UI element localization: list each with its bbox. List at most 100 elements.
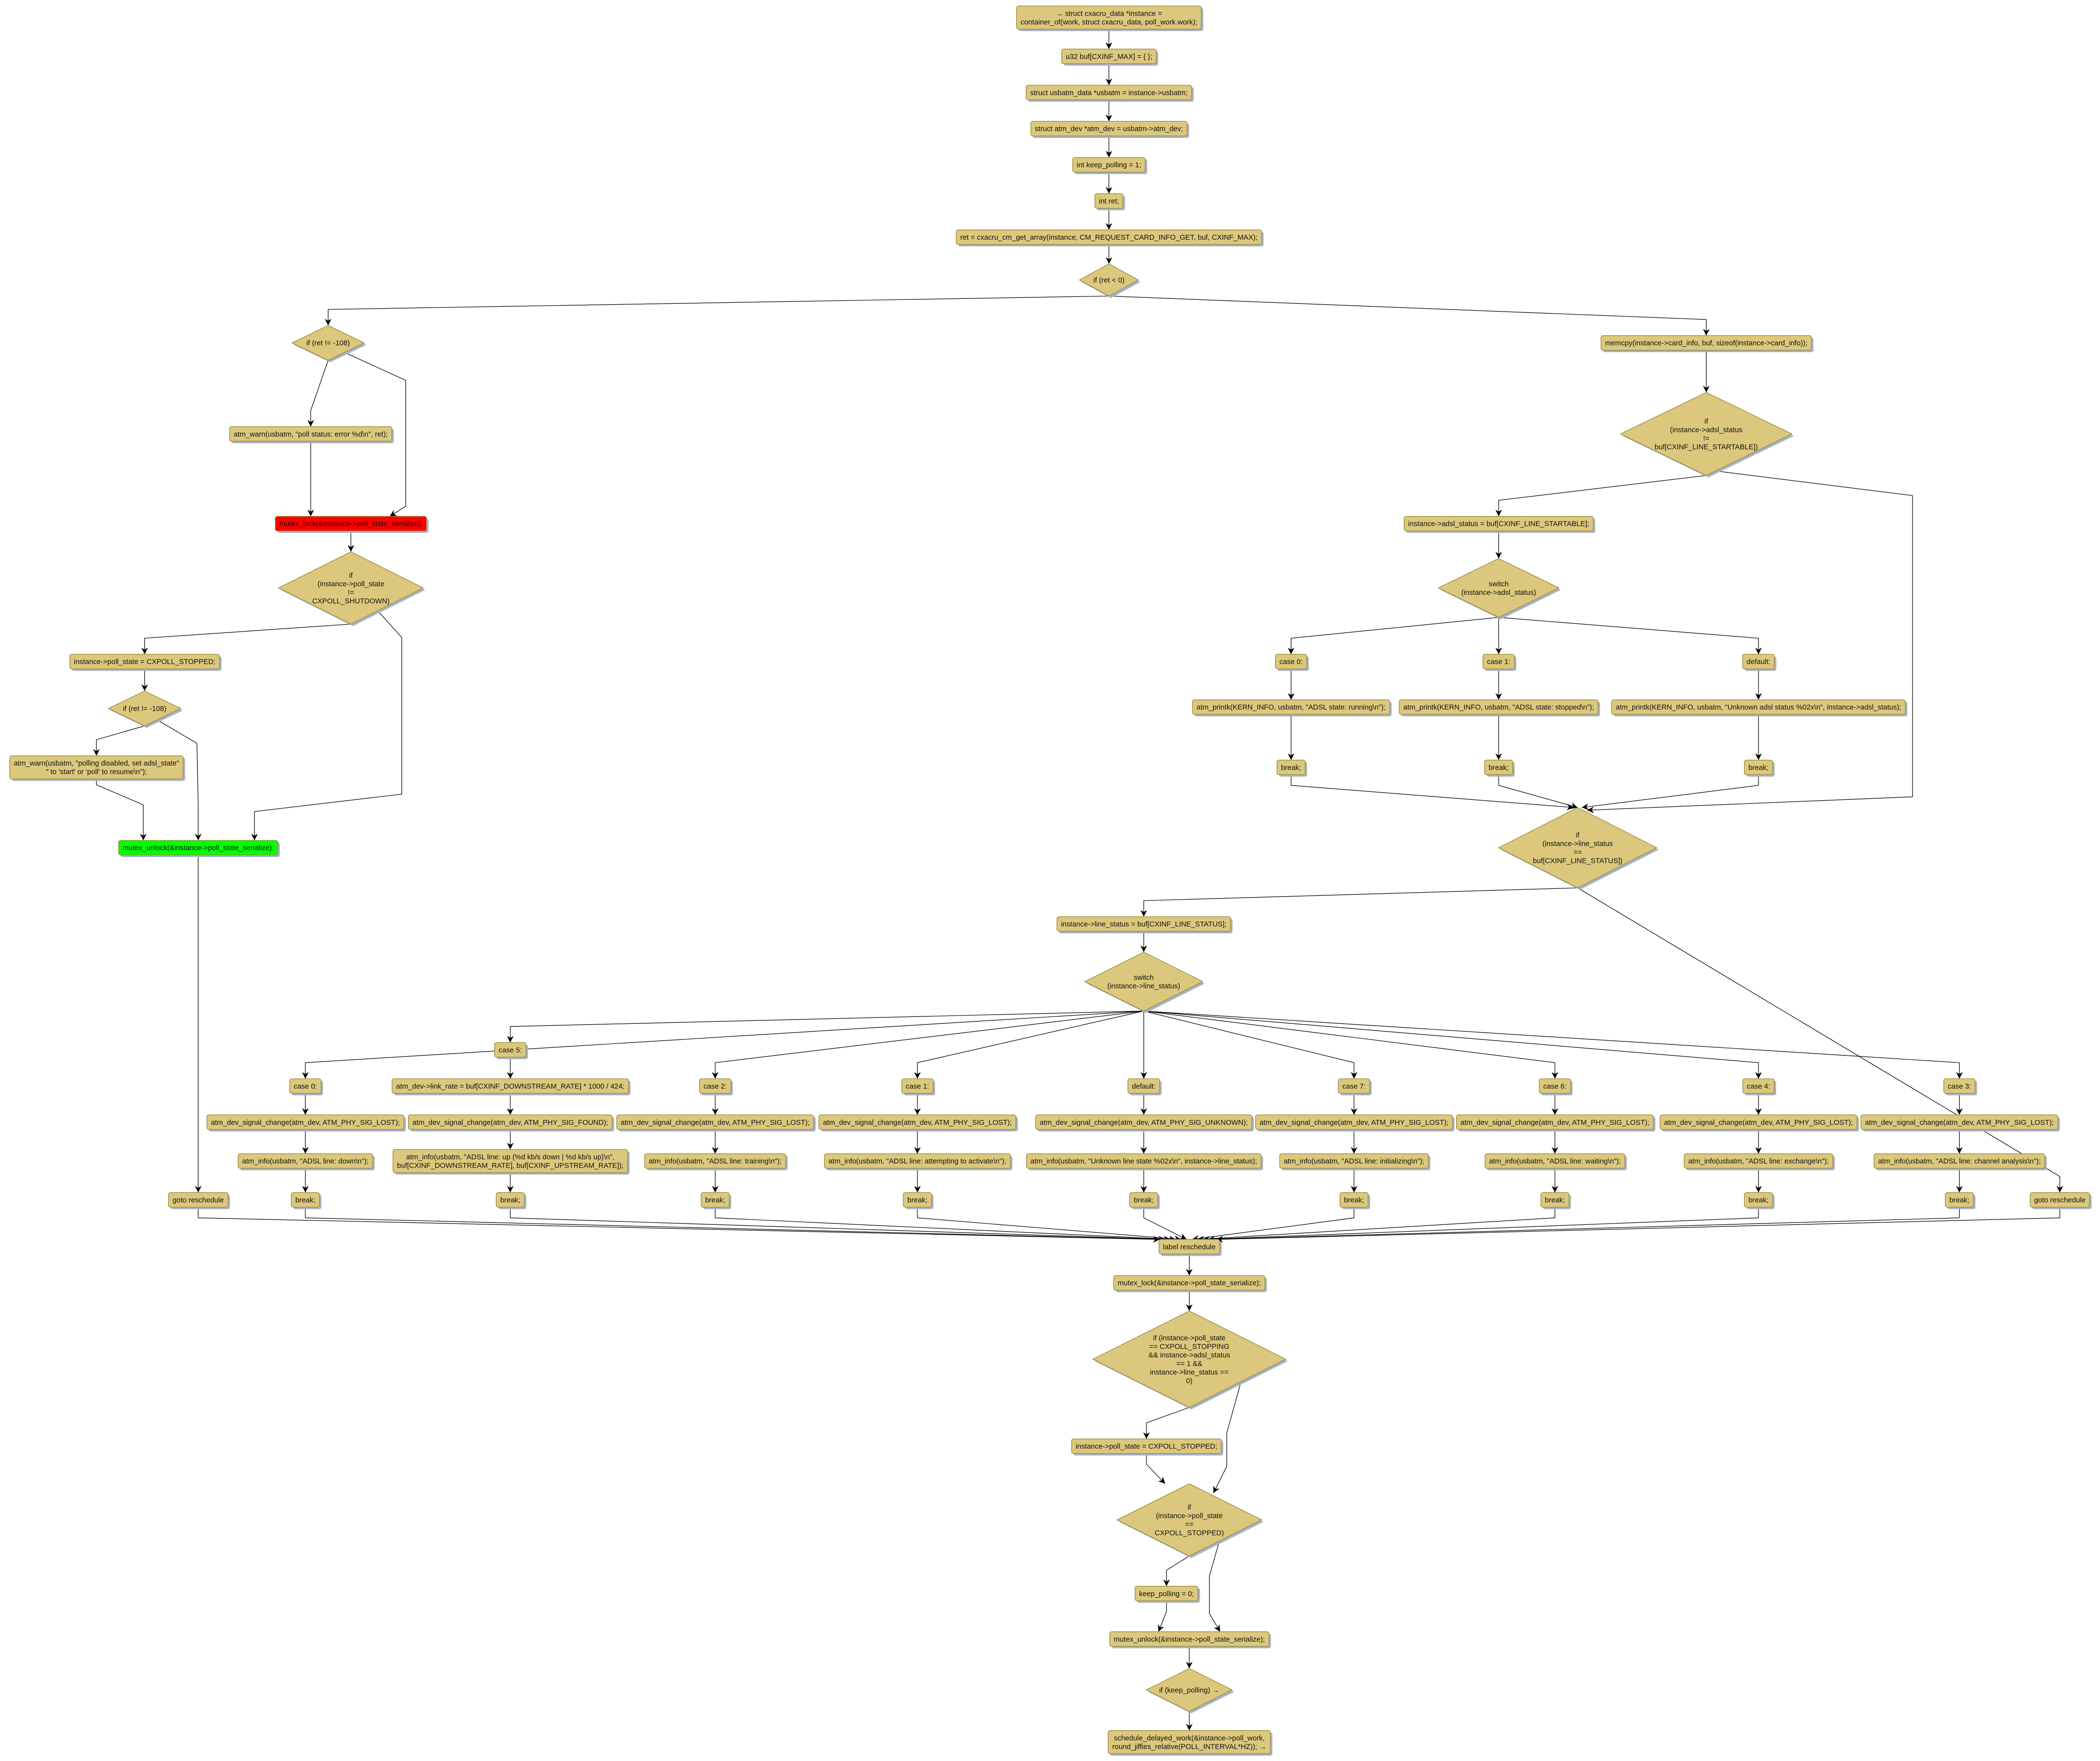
node-label: if (instance->poll_state <box>1153 1334 1226 1342</box>
node-label: break; <box>907 1197 927 1204</box>
statement-node-a1_print: atm_printk(KERN_INFO, usbatm, "ADSL stat… <box>1399 699 1600 717</box>
node-label: goto reschedule <box>173 1197 224 1204</box>
flow-arrow <box>711 1011 1144 1079</box>
statement-box <box>1135 1585 1199 1602</box>
node-label: label reschedule <box>1163 1243 1216 1251</box>
node-label: if (ret < 0) <box>1094 277 1125 285</box>
node-label: atm_dev_signal_change(atm_dev, ATM_PHY_S… <box>621 1119 810 1127</box>
statement-box <box>1539 1078 1571 1094</box>
statement-node-c3_sig: atm_dev_signal_change(atm_dev, ATM_PHY_S… <box>819 1114 1018 1132</box>
node-label: (instance->adsl_status <box>1670 427 1742 434</box>
statement-box <box>1030 121 1187 136</box>
flow-arrow <box>93 725 145 756</box>
node-label: case 2: <box>704 1083 727 1090</box>
statement-box <box>1109 1631 1270 1647</box>
decision-node-d5: if(instance->adsl_status!=buf[CXINF_LINE… <box>1620 392 1794 478</box>
decision-diamond <box>1084 951 1204 1012</box>
statement-node-c1_brk: break; <box>496 1192 526 1209</box>
flow-arrow <box>1213 1375 1243 1493</box>
statement-node-c2_info: atm_info(usbatm, "ADSL line: training\n"… <box>644 1153 788 1171</box>
statement-box <box>229 426 392 442</box>
statement-node-n14: memcpy(instance->card_info, buf, sizeof(… <box>1600 335 1814 353</box>
statement-node-n3: struct usbatm_data *usbatm = instance->u… <box>1026 85 1194 102</box>
statement-node-c1_rate: atm_dev->link_rate = buf[CXINF_DOWNSTREA… <box>391 1078 631 1096</box>
statement-box <box>237 1153 373 1169</box>
node-label: CXPOLL_STOPPED) <box>1155 1530 1224 1537</box>
node-label: atm_dev_signal_change(atm_dev, ATM_PHY_S… <box>1259 1119 1448 1127</box>
statement-box <box>1026 1153 1262 1169</box>
statement-node-c4_sig: atm_dev_signal_change(atm_dev, ATM_PHY_S… <box>1035 1114 1254 1132</box>
statement-node-c0_info: atm_info(usbatm, "ADSL line: down\n"); <box>237 1153 375 1171</box>
statement-box <box>1192 699 1390 715</box>
statement-box <box>69 654 220 670</box>
node-label: if <box>1576 832 1580 839</box>
node-label: atm_printk(KERN_INFO, usbatm, "ADSL stat… <box>1403 704 1594 712</box>
node-label: != <box>1703 435 1710 443</box>
statement-node-c8_case: case 3: <box>1943 1078 1977 1096</box>
flow-arrow <box>917 1207 1182 1242</box>
statement-box <box>1255 1114 1453 1130</box>
flow-arrow <box>507 1011 1144 1043</box>
statement-node-c7_sig: atm_dev_signal_change(atm_dev, ATM_PHY_S… <box>1660 1114 1859 1132</box>
statement-node-c3_brk: break; <box>903 1192 934 1209</box>
node-label: break; <box>296 1197 316 1204</box>
flow-arrow <box>1577 887 2063 1193</box>
node-label: break; <box>1488 764 1508 772</box>
flow-arrow <box>307 360 329 427</box>
statement-node-c6_case: case 6: <box>1539 1078 1573 1096</box>
statement-box <box>1129 1192 1159 1208</box>
node-label: atm_dev_signal_change(atm_dev, ATM_PHY_S… <box>823 1119 1012 1127</box>
statement-box <box>1945 1192 1974 1208</box>
flow-arrow <box>305 1207 1165 1243</box>
statement-node-c4_case: default: <box>1127 1078 1162 1096</box>
statement-node-n10: instance->poll_state = CXPOLL_STOPPED; <box>69 654 222 671</box>
node-label: goto reschedule <box>2034 1197 2085 1204</box>
node-label: mutex_lock(&instance->poll_state_seriali… <box>279 520 423 528</box>
statement-node-c0_sig: atm_dev_signal_change(atm_dev, ATM_PHY_S… <box>206 1114 406 1132</box>
flow-arrow <box>1587 471 1913 813</box>
node-label: break; <box>1748 764 1768 772</box>
node-label: atm_info(usbatm, "ADSL line: training\n"… <box>649 1158 782 1166</box>
node-label: struct atm_dev *atm_dev = usbatm->atm_de… <box>1035 125 1183 133</box>
flow-arrow <box>1216 1207 2060 1243</box>
statement-box <box>408 1114 613 1130</box>
node-label: mutex_unlock(&instance->poll_state_seria… <box>123 844 274 852</box>
node-label: atm_dev_signal_change(atm_dev, ATM_PHY_S… <box>1040 1119 1248 1127</box>
statement-node-c5_sig: atm_dev_signal_change(atm_dev, ATM_PHY_S… <box>1255 1114 1455 1132</box>
statement-node-c3_info: atm_info(usbatm, "ADSL line: attempting … <box>824 1153 1013 1171</box>
statement-box <box>1061 48 1157 64</box>
decision-diamond <box>1498 807 1658 888</box>
decision-node-d3: if(instance->poll_state!=CXPOLL_SHUTDOWN… <box>277 551 426 626</box>
statement-node-n1: → struct cxacru_data *instance =containe… <box>1016 5 1204 31</box>
statement-box <box>1742 654 1775 670</box>
statement-box <box>1071 1438 1222 1454</box>
statement-box <box>1611 699 1906 715</box>
statement-node-n16: instance->line_status = buf[CXINF_LINE_S… <box>1056 916 1233 933</box>
node-label: atm_warn(usbatm, "polling disabled, set … <box>14 760 179 768</box>
node-label: (instance->poll_state <box>1156 1512 1223 1520</box>
node-label: break; <box>1748 1197 1768 1204</box>
statement-node-n4: struct atm_dev *atm_dev = usbatm->atm_de… <box>1030 121 1189 138</box>
statement-node-r3: instance->poll_state = CXPOLL_STOPPED; <box>1071 1438 1224 1456</box>
statement-box <box>1742 1078 1775 1094</box>
node-label: atm_dev_signal_change(atm_dev, ATM_PHY_S… <box>1664 1119 1853 1127</box>
statement-node-c7_case: case 4: <box>1742 1078 1777 1096</box>
node-label: CXPOLL_SHUTDOWN) <box>312 597 389 605</box>
node-label: atm_dev_signal_change(atm_dev, ATM_PHY_S… <box>1461 1119 1649 1127</box>
statement-node-n15: instance->adsl_status = buf[CXINF_LINE_S… <box>1404 516 1596 533</box>
statement-box <box>392 1149 628 1173</box>
statement-box <box>1860 1114 2058 1130</box>
statement-node-c1_info: atm_info(usbatm, "ADSL line: up (%d kb/s… <box>392 1149 630 1175</box>
statement-node-c7_info: atm_info(usbatm, "ADSL line: exchange\n"… <box>1684 1153 1835 1171</box>
statement-box <box>1277 760 1306 775</box>
decision-diamond <box>108 690 182 726</box>
statement-box <box>118 840 278 856</box>
decision-diamond <box>1438 558 1560 618</box>
node-label: atm_warn(usbatm, "poll status: error %d\… <box>234 430 388 438</box>
statement-node-n9: mutex_lock(&instance->poll_state_seriali… <box>274 516 429 533</box>
node-label: (instance->poll_state <box>318 580 385 588</box>
statement-node-c5_info: atm_info(usbatm, "ADSL line: initializin… <box>1279 1153 1431 1171</box>
statement-node-a2_case: default: <box>1742 654 1777 671</box>
node-label: case 1: <box>906 1083 929 1090</box>
flow-arrow <box>251 610 402 841</box>
